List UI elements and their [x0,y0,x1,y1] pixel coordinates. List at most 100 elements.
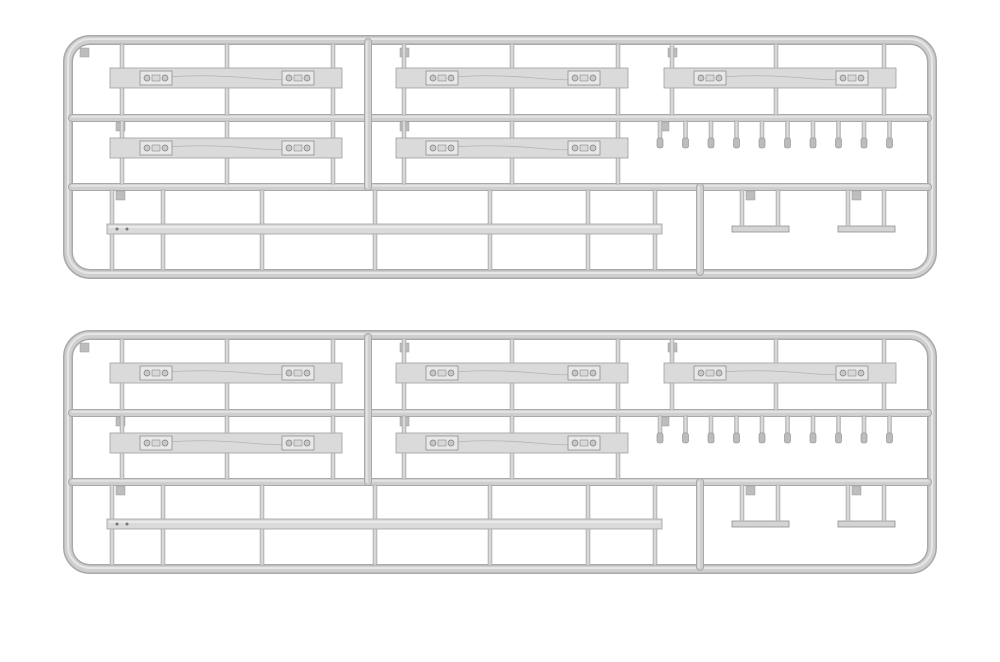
bracket-part [731,520,790,528]
gate [615,415,621,434]
fitting-center [437,369,447,377]
rail-part [106,223,663,235]
small-peg [784,432,791,444]
gate [652,528,658,566]
gate [160,484,166,520]
gate [109,484,115,520]
gate [773,338,779,364]
bolt [697,369,705,377]
gate [669,382,675,411]
gate [509,157,515,185]
bolt [303,74,311,82]
gate [887,120,892,139]
bolt [447,369,455,377]
fitting-center [705,369,715,377]
small-peg [682,137,689,149]
gate [109,528,115,566]
gate [585,484,591,520]
gate [861,415,867,434]
fitting-center [437,144,447,152]
gate [401,382,407,411]
gate [372,484,378,520]
fitting-center [293,369,303,377]
bracket-part [837,520,896,528]
fitting-center [847,74,857,82]
gate [259,233,265,271]
bolt [589,369,597,377]
bolt [161,369,169,377]
gate [259,528,265,566]
fitting-center [847,369,857,377]
gate [708,415,714,434]
gate [401,452,407,480]
rail-hole [125,522,129,526]
gate [734,415,739,434]
gate [487,484,493,520]
gate [401,120,407,139]
bolt [303,369,311,377]
gate [509,87,515,116]
fitting-center [579,144,589,152]
gate [652,233,658,271]
gate [657,415,663,434]
gate [657,120,663,139]
rail-part [106,518,663,530]
small-peg [656,137,664,149]
gate [739,189,745,227]
bolt [285,369,293,377]
gate [330,452,336,480]
gate [224,452,230,480]
gate [401,415,407,434]
gate [615,120,621,139]
sprue-tag [79,47,90,58]
bolt [429,439,437,447]
gate [160,528,166,566]
bolt [839,369,847,377]
gate [119,338,125,364]
gate [845,189,851,227]
gate [224,87,230,116]
fitting-center [151,74,161,82]
bolt [143,74,151,82]
small-peg [809,432,817,444]
gate [160,189,166,225]
bolt [429,74,437,82]
bolt [589,439,597,447]
gate [224,43,230,69]
gate [683,415,688,434]
bolt [447,74,455,82]
gate [887,415,892,434]
gate [487,189,493,225]
gate [259,189,265,225]
gate [259,484,265,520]
small-peg [733,137,740,149]
gate [401,338,407,364]
sprue-tag [115,190,126,201]
gate [119,415,125,434]
gate [861,120,867,139]
gate [810,415,816,434]
gate [401,43,407,69]
gate [487,233,493,271]
gate [669,87,675,116]
gate [652,189,658,225]
gate [401,87,407,116]
bolt [161,74,169,82]
gate [836,120,841,139]
small-peg [682,432,689,444]
bolt [857,74,865,82]
bolt [285,74,293,82]
gate [585,528,591,566]
bolt [143,369,151,377]
bolt [715,369,723,377]
bolt [161,439,169,447]
gate [372,528,378,566]
bolt [429,369,437,377]
fitting-center [437,439,447,447]
gate [509,120,515,139]
small-peg [835,432,842,444]
gate [683,120,688,139]
bracket-part [731,225,790,233]
gate [785,120,790,139]
